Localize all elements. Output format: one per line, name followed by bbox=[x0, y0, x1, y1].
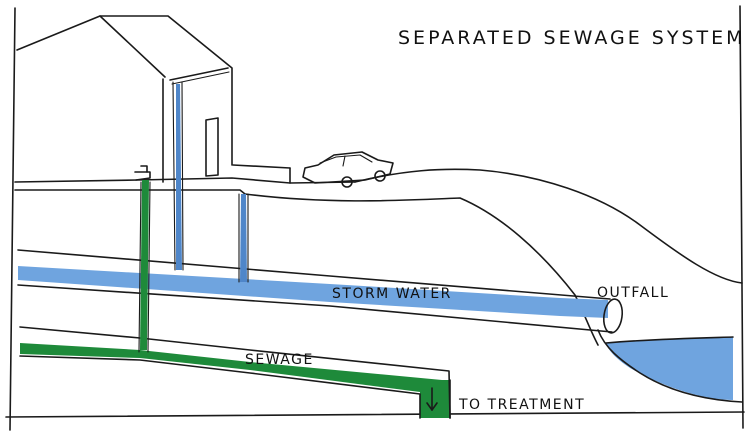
storm-downpipes bbox=[172, 81, 249, 283]
sketch-frame bbox=[5, 5, 745, 431]
ground-lines bbox=[14, 164, 743, 346]
sewage-pipe bbox=[19, 326, 451, 419]
diagram-title: SEPARATED SEWAGE SYSTEM bbox=[398, 27, 746, 49]
label-to-treatment: TO TREATMENT bbox=[458, 397, 585, 413]
house-icon bbox=[16, 15, 233, 183]
storm-water-pipe bbox=[17, 249, 624, 334]
label-outfall: OUTFALL bbox=[597, 285, 669, 301]
house-door bbox=[205, 117, 219, 177]
label-storm-water: STORM WATER bbox=[332, 286, 452, 302]
car-icon bbox=[302, 151, 394, 188]
arrow-down-icon bbox=[426, 387, 438, 411]
label-sewage: SEWAGE bbox=[245, 352, 314, 368]
sewage-lateral bbox=[138, 180, 151, 353]
river bbox=[597, 329, 743, 403]
